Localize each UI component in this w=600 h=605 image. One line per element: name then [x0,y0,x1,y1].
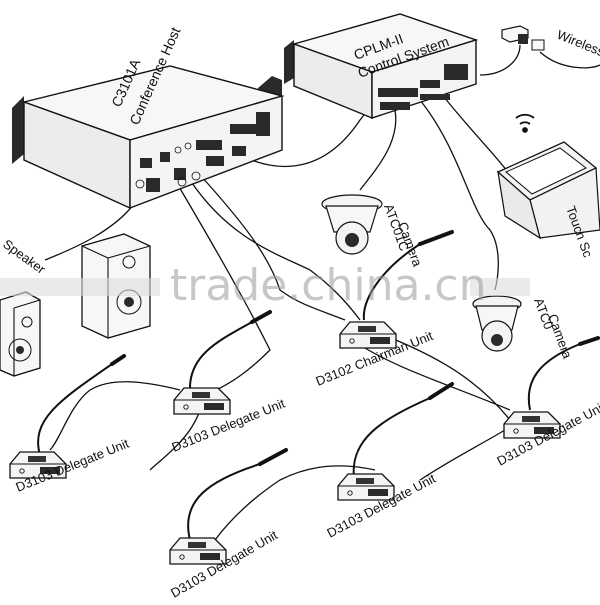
conference-host: C3101A Conference Host [12,25,285,210]
wireless-label: Wireless Pa [555,27,600,67]
touch-screen: Touch Sc [496,141,600,260]
watermark: trade.china.cn [0,260,530,311]
delegate-unit-4: D3103 Delegate Unit [324,382,454,541]
wireless-module: Wireless Pa [501,25,600,67]
delegate-unit-1: D3103 Delegate Unit [9,354,131,495]
speakers: Speaker [0,233,151,377]
delegate-unit-3: D3103 Delegate Unit [494,336,600,469]
control-system: CPLM-II Control System [284,13,479,120]
wifi-signal-icon [515,113,535,133]
watermark-text: trade.china.cn [170,260,487,311]
camera-atc0: ATC0 Camera [472,295,575,361]
camera-atc01c: ATC01C Camera [321,194,425,269]
speaker-label: Speaker [0,236,49,277]
